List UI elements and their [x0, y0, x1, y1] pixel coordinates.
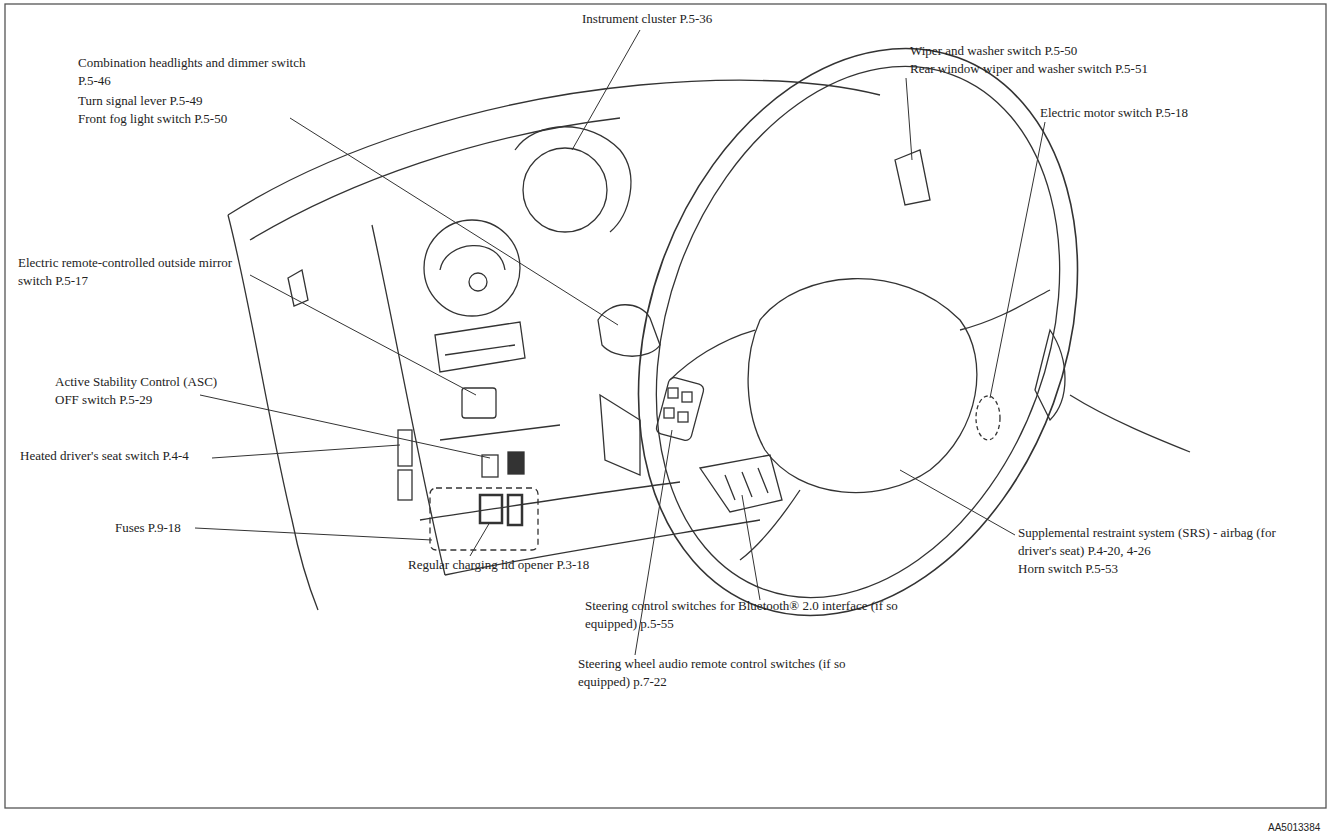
- callout-label: Turn signal lever P.5-49: [78, 92, 202, 110]
- leader-line: [212, 445, 400, 458]
- callout-label: Combination headlights and dimmer switch…: [78, 54, 318, 90]
- dashboard-line: [250, 118, 620, 240]
- mirror-switch: [462, 388, 496, 418]
- heated-seat-switch: [398, 430, 412, 466]
- leader-line: [200, 395, 490, 458]
- leader-line: [290, 118, 618, 325]
- steering-spoke: [670, 330, 755, 380]
- combination-switch-stalk: [598, 305, 660, 357]
- steering-column: [600, 395, 640, 475]
- leader-lines: [195, 30, 1045, 655]
- airbag-hub: [748, 279, 977, 493]
- hood-opener: [508, 495, 522, 525]
- dashboard-side: [228, 215, 318, 610]
- leader-line: [990, 122, 1045, 398]
- meter-knob: [469, 273, 487, 291]
- callout-label: Fuses P.9-18: [115, 519, 181, 537]
- callout-label: Wiper and washer switch P.5-50: [910, 42, 1077, 60]
- steering-spoke: [740, 490, 800, 560]
- center-panel: [435, 322, 525, 372]
- audio-switch-panel: [655, 376, 705, 441]
- asc-switch: [482, 455, 498, 477]
- leader-line: [906, 78, 912, 160]
- leader-line: [572, 30, 640, 150]
- audio-switch: [678, 412, 688, 422]
- bluetooth-switch: [725, 468, 768, 500]
- switch-panel-line: [440, 425, 560, 440]
- leader-line: [250, 275, 476, 395]
- dashboard-panel-edge: [372, 225, 445, 575]
- electric-motor-switch-marker: [976, 396, 1000, 440]
- leader-line: [900, 470, 1015, 535]
- dashboard-top: [228, 80, 880, 215]
- callout-label: Steering wheel audio remote control swit…: [578, 655, 876, 691]
- callout-label: Steering control switches for Bluetooth®…: [585, 597, 947, 633]
- center-panel-line: [445, 345, 515, 355]
- callout-label: Front fog light switch P.5-50: [78, 110, 227, 128]
- instrument-cluster-gauge: [523, 148, 607, 232]
- figure-frame: [5, 4, 1326, 808]
- leader-line: [195, 528, 432, 540]
- asc-switch: [508, 452, 524, 474]
- charging-lid-opener: [480, 495, 502, 523]
- bluetooth-switch-panel: [700, 455, 782, 512]
- callout-label: Supplemental restraint system (SRS) - ai…: [1018, 524, 1282, 560]
- callout-label: Rear window wiper and washer switch P.5-…: [910, 60, 1148, 78]
- dashboard-right: [1070, 395, 1190, 452]
- steering-wheel-rim: [563, 0, 1154, 678]
- meter-gauge: [424, 220, 520, 316]
- callout-label: Horn switch P.5-53: [1018, 560, 1118, 578]
- audio-switch: [682, 392, 692, 402]
- figure-code: AA5013384: [1268, 819, 1320, 837]
- meter-arc: [440, 246, 505, 270]
- instrument-cluster-hood: [515, 127, 631, 232]
- leader-line: [470, 522, 490, 556]
- wiper-stalk: [895, 150, 930, 205]
- callout-label: Heated driver's seat switch P.4-4: [20, 447, 212, 465]
- fuse-box-outline: [430, 488, 538, 550]
- steering-spoke-right: [1035, 330, 1065, 420]
- callout-label: Active Stability Control (ASC) OFF switc…: [55, 373, 240, 409]
- audio-switch: [668, 388, 678, 398]
- callout-label: Electric motor switch P.5-18: [1040, 104, 1188, 122]
- leader-line: [742, 495, 760, 600]
- callout-label: Instrument cluster P.5-36: [582, 10, 712, 28]
- callout-label: Regular charging lid opener P.3-18: [408, 556, 590, 574]
- audio-switch: [664, 408, 674, 418]
- heated-seat-switch: [398, 470, 412, 500]
- callout-label: Electric remote-controlled outside mirro…: [18, 254, 268, 290]
